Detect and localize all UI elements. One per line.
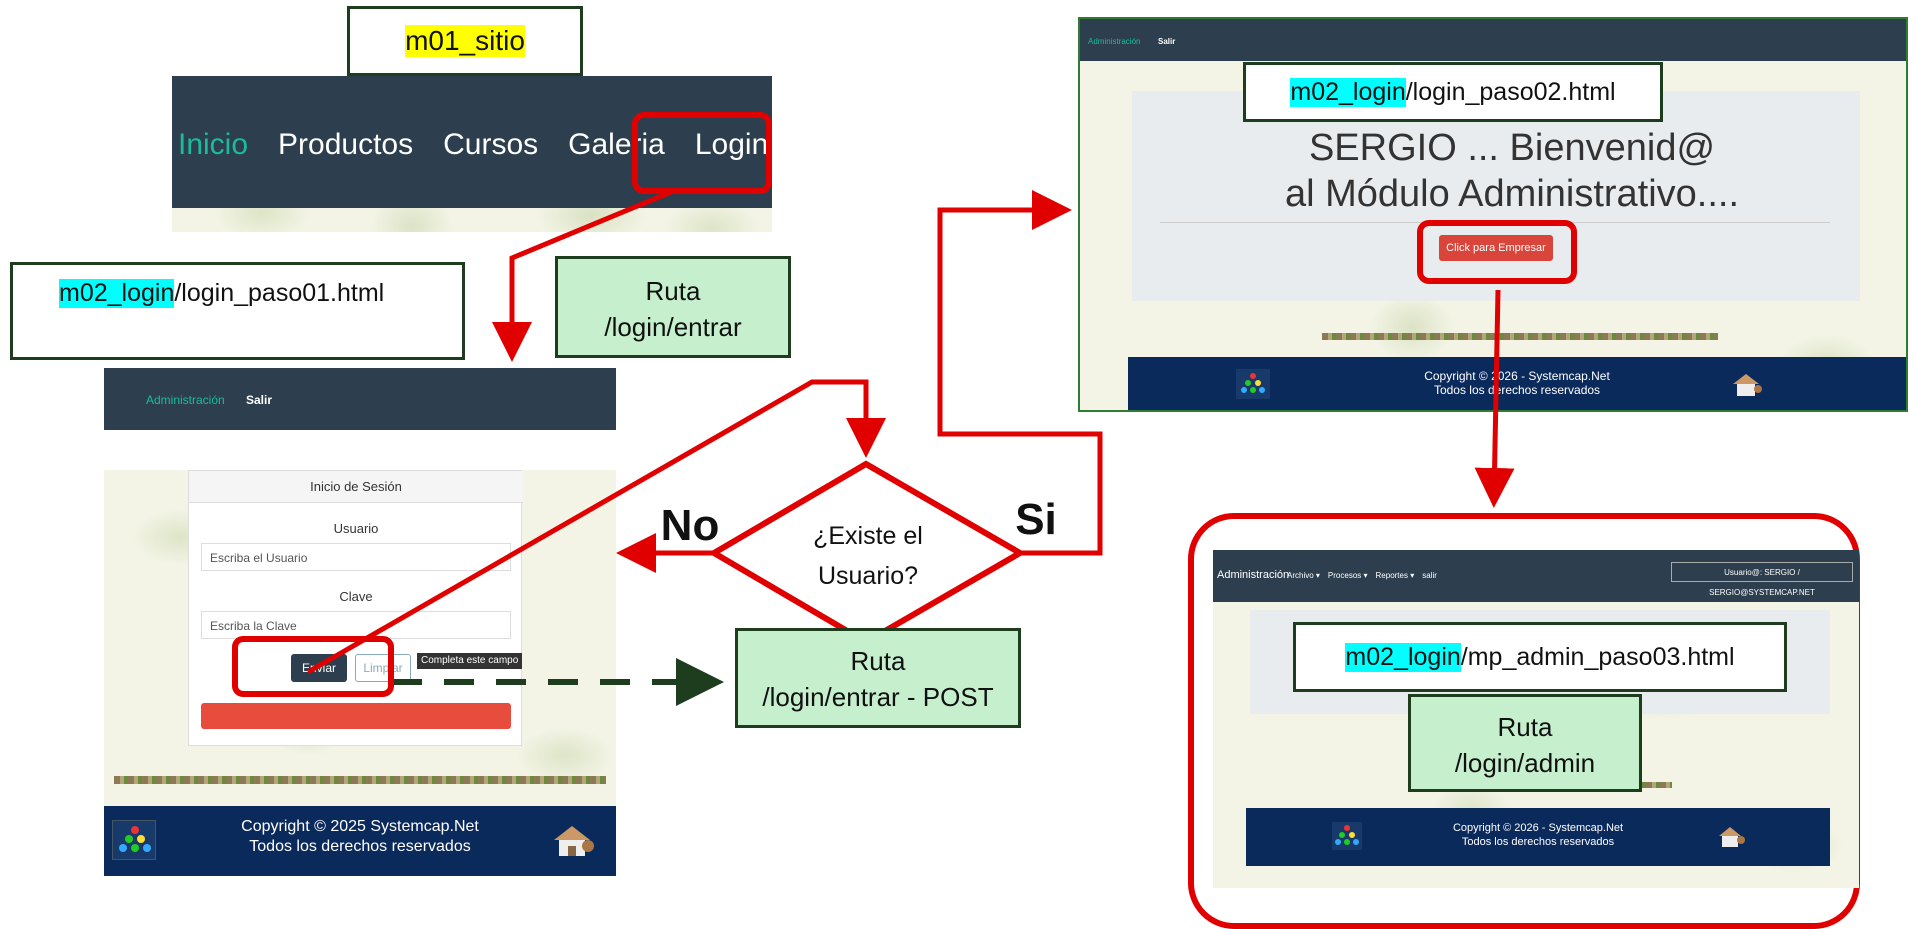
route-line2: /login/admin bbox=[1454, 748, 1596, 778]
login-card: Inicio de Sesión Usuario Escriba el Usua… bbox=[188, 470, 523, 746]
login-card-header: Inicio de Sesión bbox=[189, 471, 523, 503]
nav-item-login[interactable]: Login bbox=[694, 128, 769, 161]
route-box-post: Ruta /login/entrar - POST bbox=[735, 628, 1021, 728]
user-badge: Usuario@: SERGIO / SERGIO@SYSTEMCAP.NET bbox=[1671, 562, 1853, 597]
route-line1: Ruta bbox=[1497, 712, 1553, 742]
paso03-rights: Todos los derechos reservados bbox=[1461, 836, 1615, 848]
menu-archivo[interactable]: Archivo ▾ bbox=[1287, 571, 1320, 580]
nav-item-galeria[interactable]: Galeria bbox=[568, 128, 665, 161]
paso01-copyright: Copyright © 2025 Systemcap.Net bbox=[241, 818, 479, 835]
paso03-nav-admin[interactable]: Administración bbox=[1217, 569, 1290, 581]
paso01-navbar: Administración Salir bbox=[104, 368, 616, 430]
paso03-copyright: Copyright © 2026 - Systemcap.Net bbox=[1452, 822, 1624, 834]
paso02-logo-icon bbox=[1236, 369, 1270, 399]
paso01-footer: Copyright © 2025 Systemcap.Net Todos los… bbox=[104, 806, 616, 876]
decorative-border-strip bbox=[114, 776, 606, 784]
login-card-title: Inicio de Sesión bbox=[310, 479, 402, 494]
paso03-menu: Archivo ▾ Procesos ▾ Reportes ▾ salir bbox=[1287, 571, 1437, 580]
paso02-copyright: Copyright © 2026 - Systemcap.Net bbox=[1424, 369, 1610, 383]
pass-label: Clave bbox=[339, 589, 373, 604]
welcome-line2: al Módulo Administrativo.... bbox=[1284, 173, 1740, 215]
file-prefix: m02_login bbox=[1345, 642, 1461, 672]
route-box-entrar: Ruta /login/entrar bbox=[555, 256, 791, 358]
file-prefix: m02_login bbox=[1290, 77, 1406, 107]
file-label-paso01: m02_login/login_paso01.html bbox=[10, 262, 465, 360]
arrow-login-to-paso01 bbox=[492, 187, 677, 362]
paso03-house-icon bbox=[1716, 822, 1746, 850]
file-prefix: m02_login bbox=[59, 279, 175, 308]
no-label: No bbox=[661, 501, 720, 550]
paso03-logo-icon bbox=[1332, 822, 1362, 850]
paso02-nav-admin[interactable]: Administración bbox=[1088, 37, 1141, 46]
welcome-line1: SERGIO ... Bienvenid@ bbox=[1308, 127, 1716, 169]
paso02-nav-salir[interactable]: Salir bbox=[1158, 37, 1176, 46]
systemcap-logo-icon bbox=[112, 820, 156, 860]
file-suffix: /login_paso02.html bbox=[1405, 77, 1616, 106]
arrow-enviar-to-decision bbox=[306, 379, 886, 675]
nav-item-inicio[interactable]: Inicio bbox=[178, 128, 249, 161]
paso01-nav-salir[interactable]: Salir bbox=[246, 393, 273, 407]
nav-item-cursos[interactable]: Cursos bbox=[443, 128, 539, 161]
paso02-border-strip bbox=[1322, 333, 1718, 340]
route-line2: /login/entrar bbox=[604, 312, 742, 342]
site-navbar: Inicio Productos Cursos Galeria Login bbox=[172, 76, 772, 208]
house-icon bbox=[550, 820, 596, 860]
paso03-footer: Copyright © 2026 - Systemcap.Net Todos l… bbox=[1246, 808, 1830, 866]
paso02-house-icon bbox=[1730, 369, 1764, 399]
site-navbar-shadow bbox=[172, 208, 772, 232]
module-label-text: m01_sitio bbox=[405, 25, 525, 57]
decision-question-line1: ¿Existe el bbox=[813, 522, 923, 550]
decision-question-line2: Usuario? bbox=[818, 562, 918, 590]
file-suffix: /login_paso01.html bbox=[174, 279, 385, 307]
file-label-paso02: m02_login/login_paso02.html bbox=[1243, 62, 1663, 122]
paso01-nav-admin[interactable]: Administración bbox=[146, 393, 225, 407]
file-suffix: /mp_admin_paso03.html bbox=[1460, 642, 1735, 671]
login-highlight bbox=[632, 112, 772, 194]
decision-diamond bbox=[708, 460, 1026, 646]
paso02-welcome-panel bbox=[1132, 91, 1860, 301]
menu-reportes[interactable]: Reportes ▾ bbox=[1375, 571, 1415, 580]
error-bar bbox=[201, 703, 511, 729]
user-label: Usuario bbox=[333, 521, 379, 536]
route-line2: /login/entrar - POST bbox=[762, 682, 994, 712]
paso03-navbar: Administración Archivo ▾ Procesos ▾ Repo… bbox=[1213, 550, 1859, 602]
enviar-highlight bbox=[232, 636, 394, 697]
route-box-admin: Ruta /login/admin bbox=[1408, 694, 1642, 792]
si-label: Si bbox=[1015, 495, 1057, 544]
route-line1: Ruta bbox=[645, 276, 701, 306]
paso02-footer: Copyright © 2026 - Systemcap.Net Todos l… bbox=[1128, 357, 1906, 410]
menu-procesos[interactable]: Procesos ▾ bbox=[1327, 571, 1368, 580]
module-label-m01: m01_sitio bbox=[347, 6, 583, 76]
paso02-navbar: Administración Salir bbox=[1080, 19, 1906, 61]
route-line1: Ruta bbox=[850, 646, 906, 676]
menu-salir[interactable]: salir bbox=[1422, 571, 1437, 580]
empresar-button[interactable]: Click para Empresar bbox=[1439, 235, 1553, 261]
arrow-paso02-to-paso03 bbox=[1474, 289, 1515, 508]
paso01-rights: Todos los derechos reservados bbox=[249, 838, 471, 855]
paso02-rights: Todos los derechos reservados bbox=[1433, 383, 1601, 397]
arrow-si bbox=[937, 190, 1103, 556]
field-tooltip: Completa este campo bbox=[417, 653, 523, 669]
empresar-highlight bbox=[1417, 220, 1577, 284]
file-label-paso03: m02_login/mp_admin_paso03.html bbox=[1293, 622, 1787, 692]
nav-item-productos[interactable]: Productos bbox=[278, 128, 414, 161]
